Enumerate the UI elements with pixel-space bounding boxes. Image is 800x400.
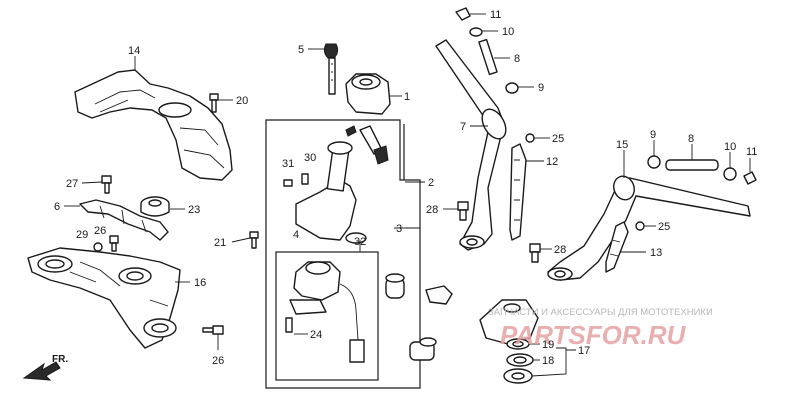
race-part [503, 368, 533, 384]
ignition-assembly-box [265, 119, 421, 389]
left-handlebar-part [435, 39, 507, 251]
latch-part [425, 285, 453, 305]
screw-24-part [285, 317, 293, 333]
callout-21: 21 [214, 237, 226, 249]
callout-28-right: 28 [554, 244, 566, 256]
watermark-logo: PARTSFOR.RU [500, 320, 687, 350]
callout-2: 2 [428, 177, 434, 189]
callout-11-top: 11 [490, 9, 501, 21]
bolt-25-lower-part [635, 221, 645, 231]
callout-26-upper: 26 [94, 225, 106, 237]
top-bridge-part [27, 247, 181, 349]
screw-11-top-part [455, 7, 471, 21]
plug-part [409, 337, 437, 361]
weight-8-top-part [478, 38, 498, 76]
callout-12: 12 [546, 156, 558, 168]
callout-29: 29 [76, 229, 88, 241]
callout-32: 32 [354, 236, 366, 248]
callout-15: 15 [616, 139, 628, 151]
watermark: ЗАПЧАСТИ И АКСЕССУАРЫ ДЛЯ МОТОТЕХНИКИ PA… [488, 307, 713, 350]
callout-8-top: 8 [514, 53, 520, 65]
callout-1: 1 [404, 91, 410, 103]
screw-30-part [301, 173, 309, 185]
callout-31: 31 [282, 158, 294, 170]
callout-10-right: 10 [724, 141, 736, 153]
cable-guide-part [79, 199, 169, 241]
ignition-cover-part [345, 73, 391, 115]
key-part [323, 43, 339, 95]
callout-9-right: 9 [650, 129, 656, 141]
right-bracket-part [605, 221, 629, 273]
callout-28-left: 28 [426, 204, 438, 216]
bolt-20-part [209, 93, 219, 113]
callout-30: 30 [304, 152, 316, 164]
callout-3: 3 [396, 223, 402, 235]
callout-27: 27 [66, 178, 78, 190]
callout-24: 24 [310, 329, 322, 341]
callout-18: 18 [542, 355, 554, 367]
bolt-28-right-part [529, 243, 541, 263]
front-direction-arrow: FR. [22, 354, 68, 381]
callout-4: 4 [293, 229, 299, 241]
callout-19: 19 [542, 339, 554, 351]
weight-8-right-part [665, 159, 719, 171]
bolt-21-part [249, 231, 259, 249]
lock-cylinder-part [385, 273, 405, 299]
bolt-26-lower-part [202, 325, 224, 335]
callout-25-upper: 25 [552, 133, 564, 145]
switch-subassembly-box [275, 251, 379, 381]
callout-11-right: 11 [746, 146, 757, 158]
bolt-28-left-part [457, 201, 469, 221]
ignition-switch-part [295, 125, 389, 244]
steering-cap-part [479, 299, 539, 345]
callout-labels: 1 2 3 4 5 6 7 8 8 9 9 10 10 11 11 12 13 … [54, 9, 757, 367]
screw-31-part [283, 179, 293, 187]
callout-6: 6 [54, 201, 60, 213]
callout-8-right: 8 [688, 133, 694, 145]
washer-10-top-part [469, 27, 483, 37]
seal-19-part [506, 338, 530, 350]
watermark-caption: ЗАПЧАСТИ И АКСЕССУАРЫ ДЛЯ МОТОТЕХНИКИ [488, 307, 713, 318]
washer-10-right-part [723, 167, 737, 181]
callout-17: 17 [578, 345, 590, 357]
callout-5: 5 [298, 44, 304, 56]
bolt-27-part [101, 175, 112, 194]
switch-contact-part [289, 261, 365, 363]
cap-9-top-part [505, 82, 519, 94]
callout-23: 23 [188, 204, 200, 216]
callout-16: 16 [194, 277, 206, 289]
callout-26-lower: 26 [212, 355, 224, 367]
handlebar-cover-part [74, 69, 233, 181]
callout-14: 14 [128, 45, 140, 57]
bolt-29-part [93, 242, 103, 252]
callout-13: 13 [650, 247, 662, 259]
callout-9-top: 9 [538, 82, 544, 94]
bolt-25-upper-part [525, 133, 535, 143]
cap-9-right-part [647, 155, 661, 169]
callout-7: 7 [460, 121, 466, 133]
rubber-mount-part [140, 196, 170, 217]
callout-10-top: 10 [502, 26, 514, 38]
screw-11-right-part [743, 171, 757, 185]
right-handlebar-part [547, 175, 751, 281]
left-bracket-part [509, 143, 527, 241]
bearing-18-part [506, 353, 534, 367]
bolt-26-upper-part [109, 235, 119, 252]
callout-20: 20 [236, 95, 248, 107]
front-direction-label: FR. [52, 354, 68, 365]
callout-25-lower: 25 [658, 221, 670, 233]
